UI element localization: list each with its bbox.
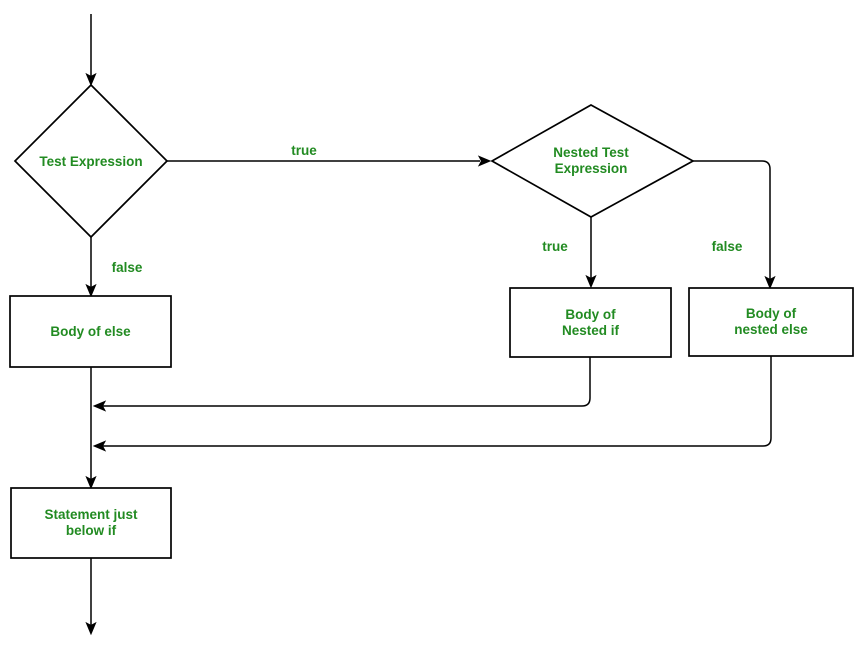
arrowhead-into-test-expression xyxy=(85,72,97,87)
arrowhead-merge-nested-else xyxy=(92,440,107,452)
nested-false-edge-label: false xyxy=(711,239,743,254)
arrowhead-into-body-of-nested-else xyxy=(764,275,776,290)
nested-true-edge-label: true xyxy=(542,239,568,254)
edge-nested-if-merge xyxy=(103,357,591,407)
arrowhead-into-body-of-nested-if xyxy=(585,274,597,289)
edge-nested-else-merge xyxy=(103,356,772,447)
outer-false-edge-label: false xyxy=(111,260,143,275)
process-body-of-nested-if xyxy=(509,287,672,358)
decision-test-expression xyxy=(13,83,169,239)
arrowhead-exit xyxy=(85,621,97,636)
edge-nested-false xyxy=(693,160,771,279)
arrowhead-into-body-of-else xyxy=(85,283,97,298)
body-of-else-label: Body of else xyxy=(50,323,131,339)
statement-below-if-label: Statement just below if xyxy=(44,507,138,538)
body-of-nested-if-label: Body of Nested if xyxy=(561,306,619,338)
decision-nested-test-expression xyxy=(490,104,695,218)
nested-test-expression-label: Nested Test Expression xyxy=(553,145,629,176)
outer-true-edge-label: true xyxy=(291,143,317,158)
arrowhead-merge-nested-if xyxy=(92,400,107,412)
process-body-of-nested-else xyxy=(688,287,854,357)
body-of-nested-else-label: Body of nested else xyxy=(734,306,808,337)
test-expression-label: Test Expression xyxy=(39,153,143,169)
process-body-of-else xyxy=(9,295,172,368)
process-statement-below-if xyxy=(10,487,172,559)
arrowhead-into-nested-test xyxy=(477,155,492,167)
arrowhead-into-statement xyxy=(85,475,97,490)
